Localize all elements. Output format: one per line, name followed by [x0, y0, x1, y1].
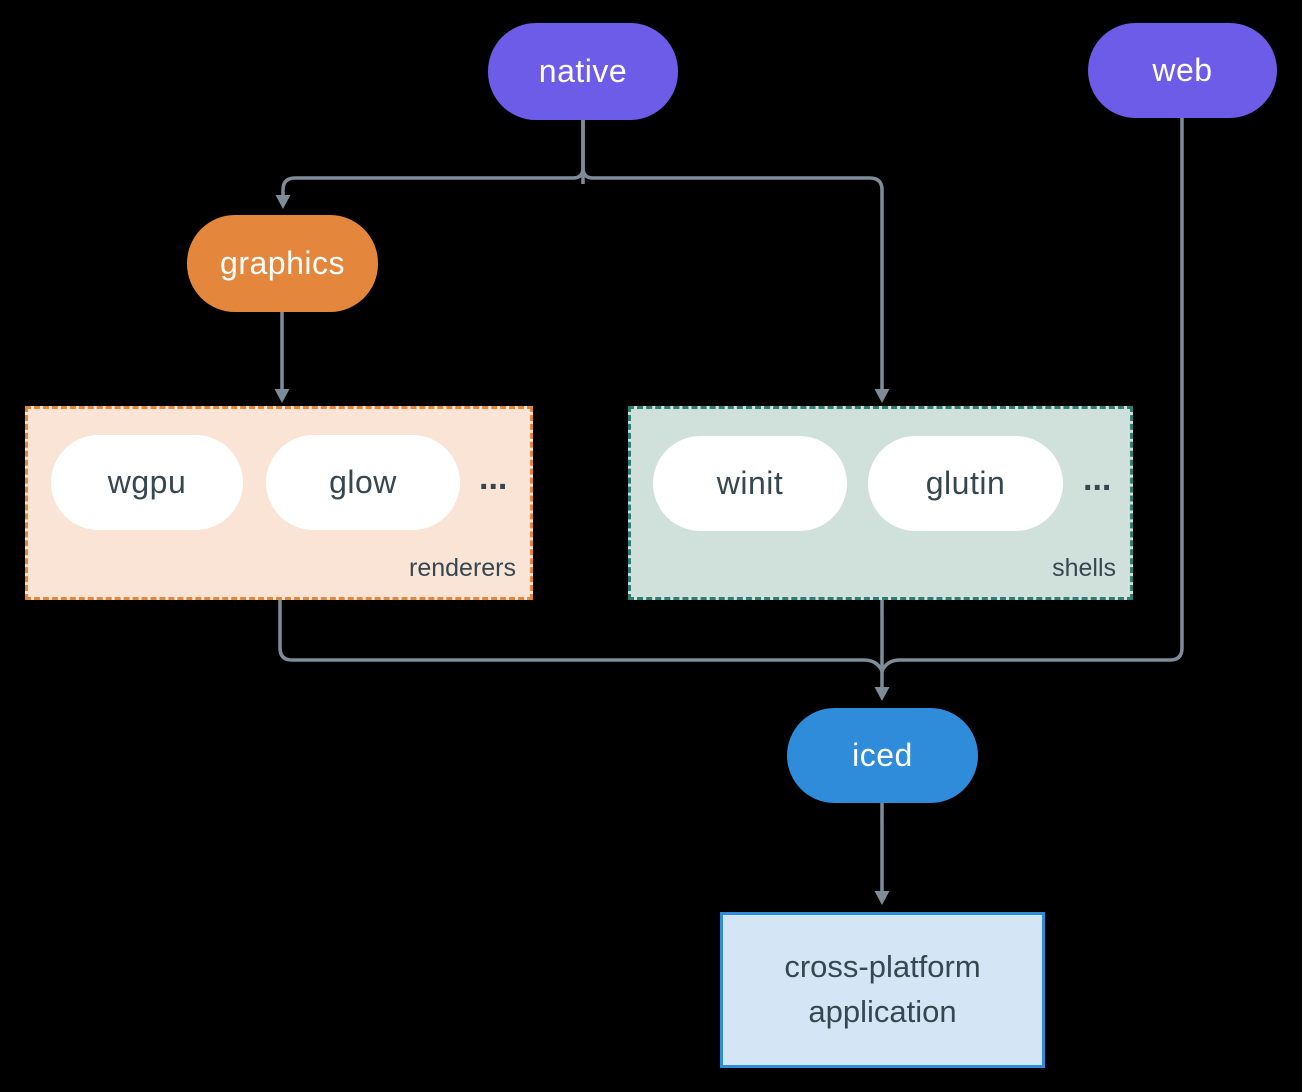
group-renderers: wgpu glow ... renderers [25, 406, 533, 600]
arrowhead-renderers [274, 389, 290, 403]
node-graphics: graphics [187, 215, 378, 312]
arrowhead-iced [874, 687, 890, 701]
node-native: native [488, 23, 678, 120]
application-label-line2: application [808, 994, 957, 1029]
node-winit: winit [653, 436, 847, 531]
edge-web-merge [880, 118, 1184, 672]
renderers-label: renderers [409, 554, 516, 582]
node-web: web [1088, 23, 1277, 118]
node-application: cross-platform application [720, 912, 1045, 1068]
arrowhead-graphics [275, 195, 291, 209]
shells-label: shells [1052, 554, 1116, 582]
edge-native-graphics [281, 120, 585, 197]
group-shells: winit glutin ... shells [628, 406, 1133, 600]
shells-ellipsis: ... [1083, 460, 1112, 498]
node-iced: iced [787, 708, 978, 803]
arrowhead-application [874, 891, 890, 905]
node-glutin: glutin [868, 436, 1063, 531]
node-glow: glow [266, 435, 460, 530]
renderers-ellipsis: ... [479, 459, 508, 497]
application-label-line1: cross-platform [784, 949, 981, 985]
edge-renderers-merge [278, 600, 884, 672]
arrowhead-shells [874, 389, 890, 403]
edge-native-shells [581, 120, 884, 391]
node-wgpu: wgpu [51, 435, 243, 530]
